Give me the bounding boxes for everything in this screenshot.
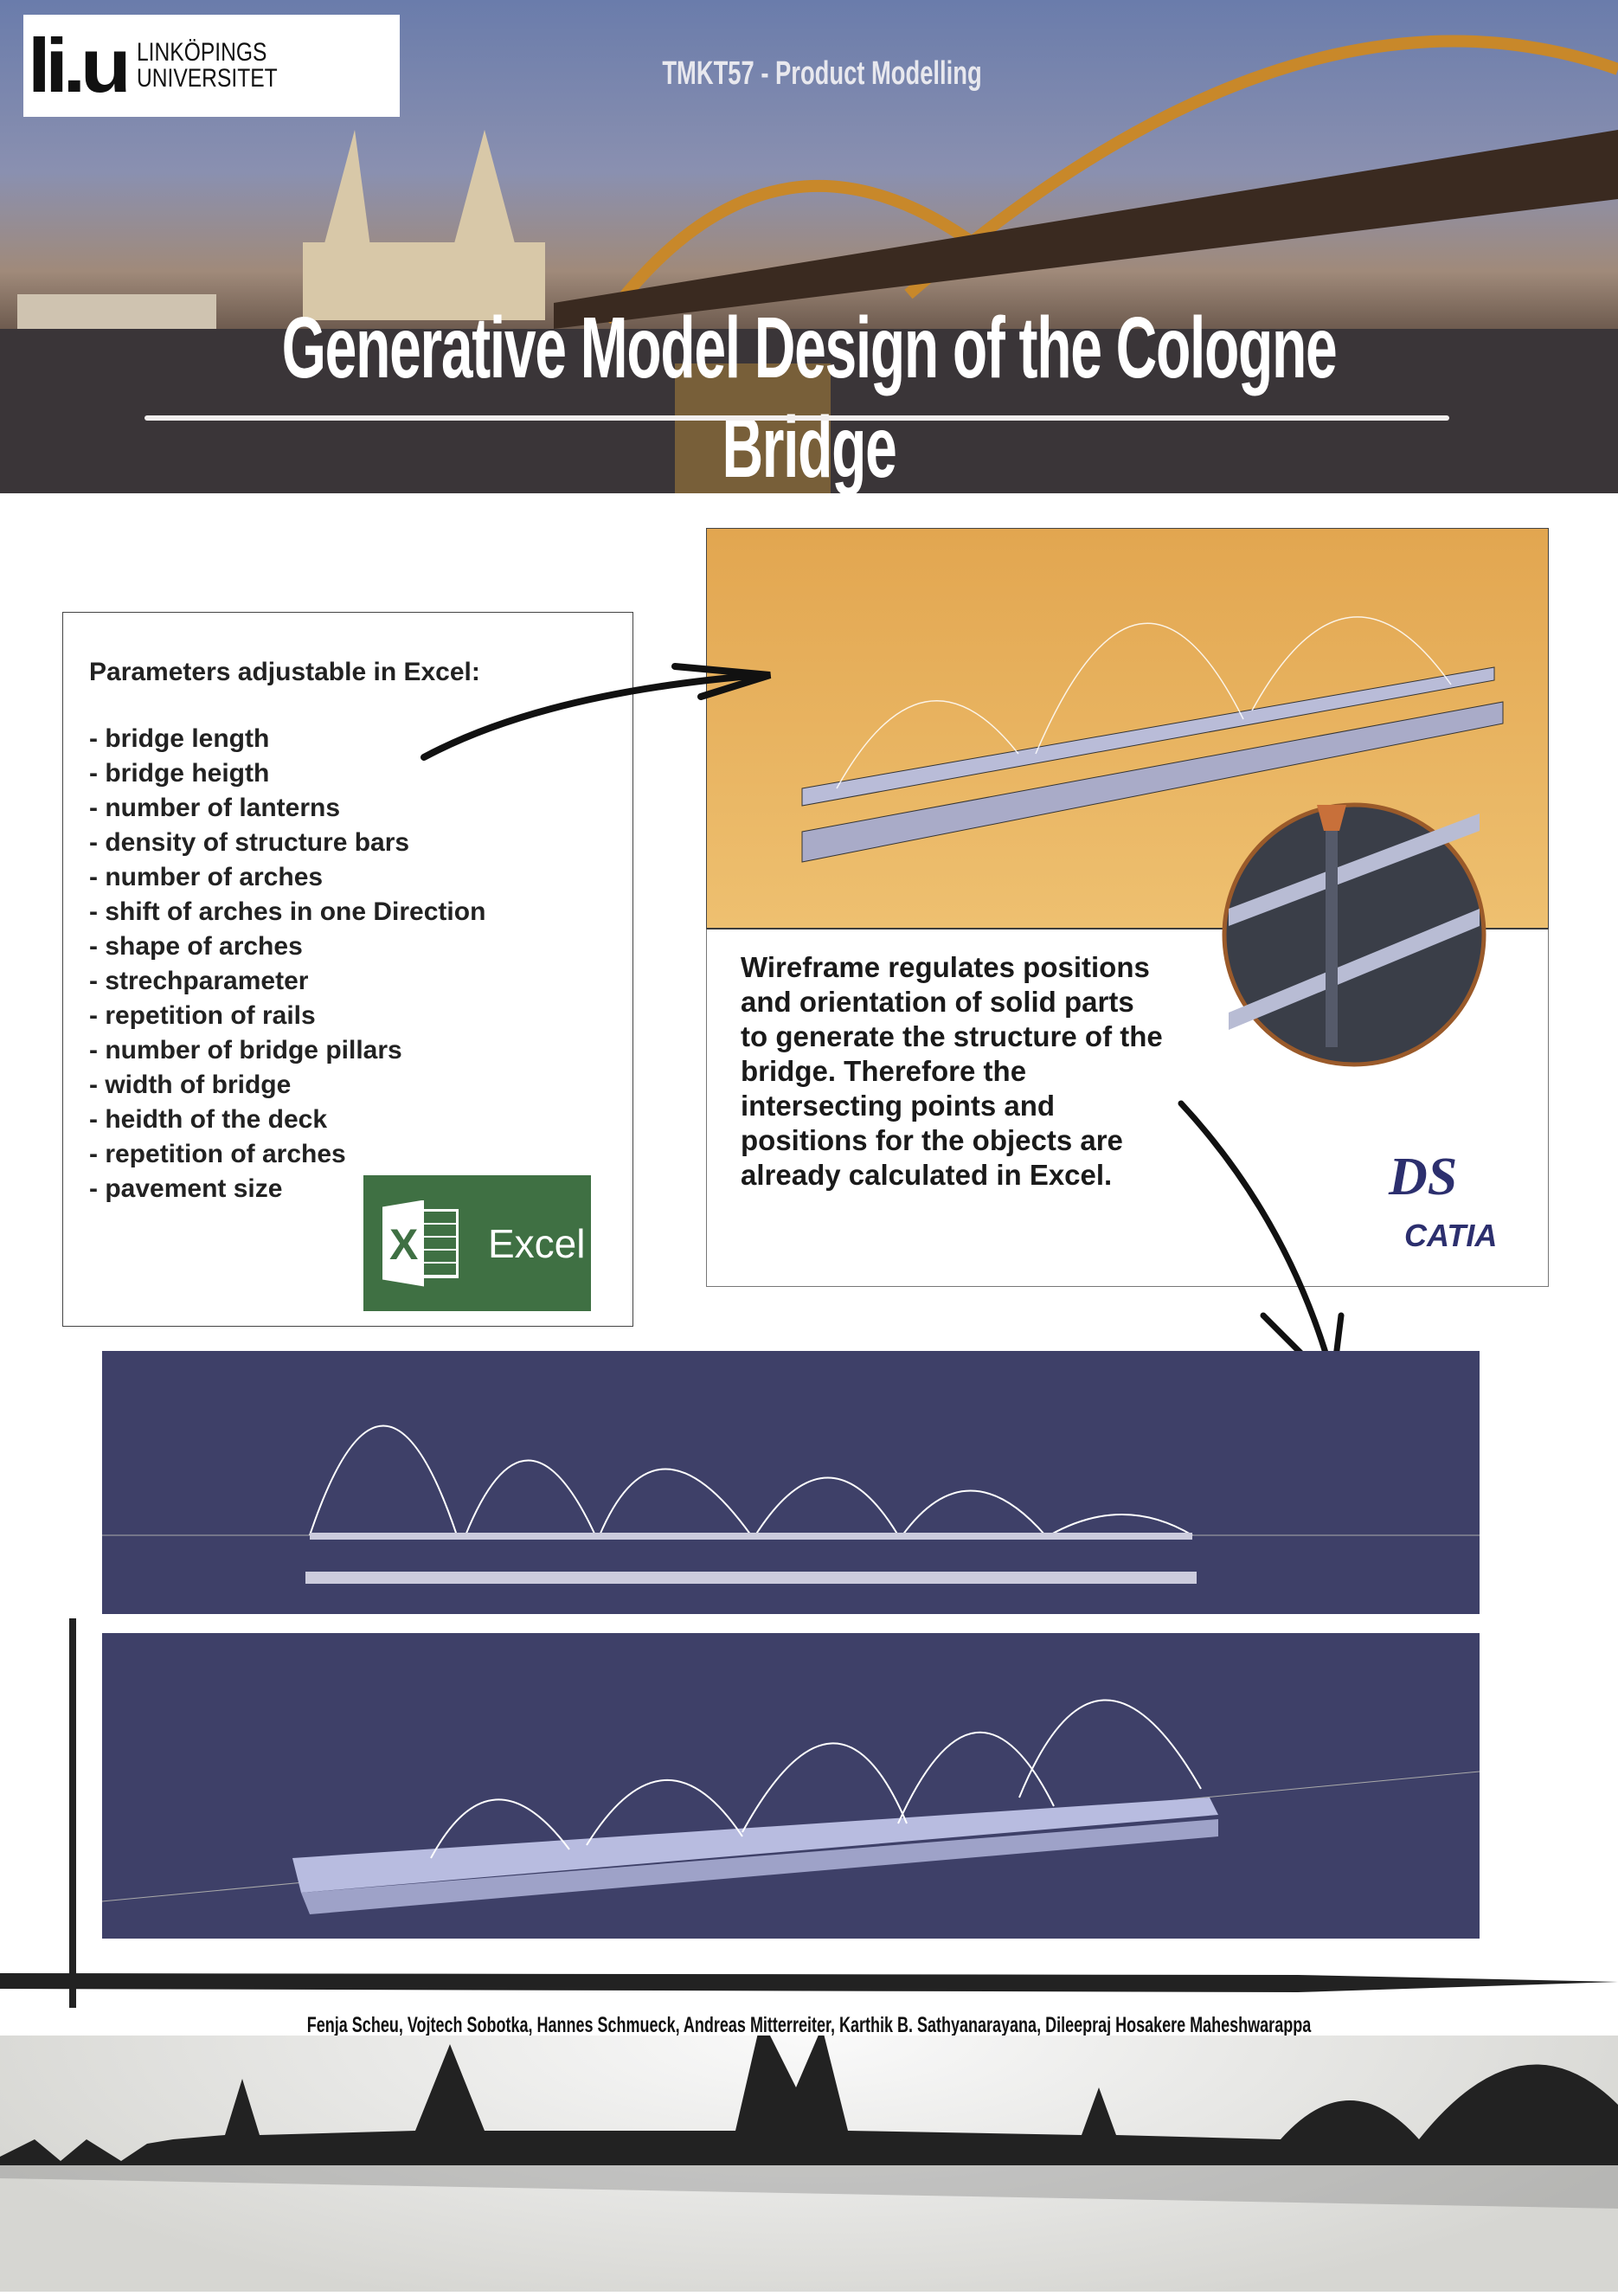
wireframe-side-view	[102, 1351, 1480, 1614]
list-item: - strechparameter	[89, 967, 309, 995]
title-underline	[144, 415, 1449, 421]
excel-logo: X Excel	[363, 1175, 591, 1311]
list-item: - width of bridge	[89, 1071, 292, 1099]
parameters-list: - bridge length - bridge heigth - number…	[89, 722, 632, 1206]
excel-icon: X	[382, 1199, 462, 1287]
wireframe-perspective-illustration	[101, 1699, 1480, 1914]
bridge-3d-render	[706, 528, 1549, 929]
authors-line: Fenja Scheu, Vojtech Sobotka, Hannes Sch…	[306, 2013, 1312, 2037]
list-item: - shape of arches	[89, 932, 303, 961]
cologne-skyline-graphic	[0, 2018, 1618, 2292]
grunge-divider	[0, 1618, 1618, 2008]
list-item: - heidth of the deck	[89, 1105, 328, 1134]
skyline-illustration	[0, 2018, 1618, 2209]
list-item: - number of arches	[89, 863, 324, 891]
liu-logo-mark: li.u	[27, 23, 132, 108]
list-item: - repetition of rails	[89, 1001, 316, 1030]
excel-icon-letter: X	[389, 1219, 419, 1269]
list-item: - number of lanterns	[89, 794, 341, 822]
list-item: - number of bridge pillars	[89, 1036, 402, 1064]
cologne-bridge-photo	[0, 35, 1618, 493]
parameters-heading: Parameters adjustable in Excel:	[89, 658, 480, 686]
course-title: TMKT57 - Product Modelling	[662, 55, 982, 92]
wireframe-perspective-view	[101, 1633, 1480, 1939]
wireframe-description: Wireframe regulates positions and orient…	[741, 951, 1163, 1191]
logo-line2: UNIVERSITET	[137, 64, 278, 93]
logo-line1: LINKÖPINGS	[137, 38, 267, 67]
excel-label: Excel	[488, 1220, 586, 1266]
list-item: - shift of arches in one Direction	[89, 897, 486, 926]
list-item: - bridge length	[89, 724, 270, 753]
bridge-render-illustration	[801, 616, 1504, 863]
catia-logo: DS CATIA	[1380, 1147, 1518, 1255]
lantern-detail-zoom	[1222, 802, 1486, 1067]
catia-label: CATIA	[1404, 1218, 1498, 1253]
poster-title: Generative Model Design of the Cologne B…	[281, 299, 1338, 493]
list-item: - repetition of arches	[89, 1140, 346, 1168]
list-item: - bridge heigth	[89, 759, 270, 788]
wireframe-side-illustration	[102, 1425, 1480, 1584]
list-item: - pavement size	[89, 1174, 283, 1203]
catia-ds-mark: DS	[1389, 1148, 1458, 1206]
list-item: - density of structure bars	[89, 828, 410, 857]
